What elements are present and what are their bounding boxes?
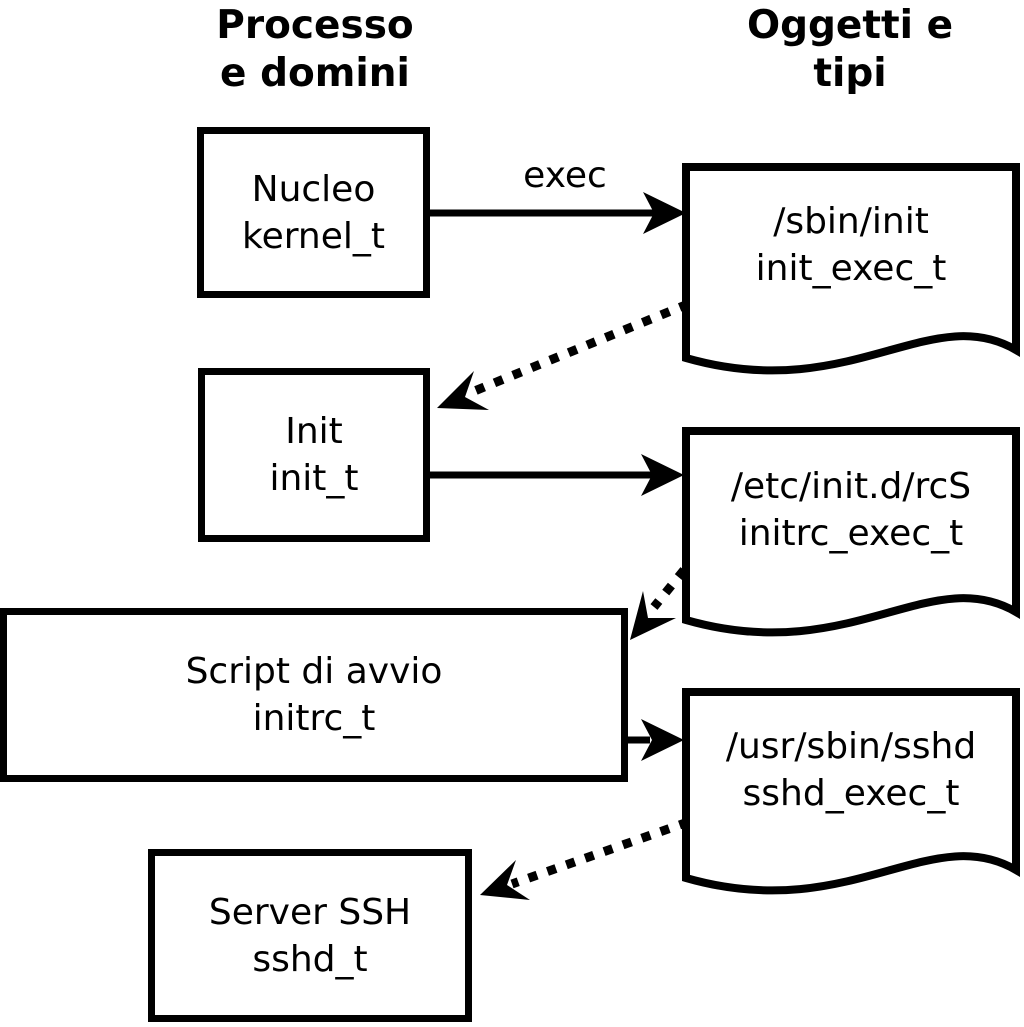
transition-arrowhead-icon xyxy=(437,371,489,410)
column-header-processes: Processo e domini xyxy=(160,2,470,98)
exec-arrow-initrc-to-sshd xyxy=(627,719,684,761)
exec-arrowhead-icon xyxy=(641,454,684,496)
process-name: Init xyxy=(285,411,343,452)
transition-arrow-line xyxy=(510,817,690,889)
column-header-objects-line2: tipi xyxy=(813,51,887,96)
transition-arrow-line xyxy=(650,567,688,610)
document-shape-initrc-exec xyxy=(682,427,1020,637)
transition-arrowhead-icon xyxy=(630,591,676,640)
object-path: /sbin/init xyxy=(773,200,929,242)
object-label-initrc-exec: /etc/init.d/rcS initrc_exec_t xyxy=(690,437,1012,582)
transition-arrow-initrcexec-to-initrc xyxy=(630,567,688,640)
document-shape-init-exec xyxy=(682,163,1020,375)
object-type: init_exec_t xyxy=(755,247,947,289)
exec-arrow-init-to-rcs xyxy=(430,454,684,496)
object-type: initrc_exec_t xyxy=(738,512,964,554)
process-box-sshd: Server SSH sshd_t xyxy=(148,849,472,1022)
column-header-processes-line2: e domini xyxy=(220,51,410,96)
exec-edge-label: exec xyxy=(523,155,607,196)
process-box-initrc: Script di avvio initrc_t xyxy=(0,608,628,782)
transition-arrow-sshdexec-to-sshd xyxy=(480,817,690,900)
process-type: initrc_t xyxy=(252,698,376,739)
process-type: sshd_t xyxy=(252,938,368,980)
transition-arrowhead-icon xyxy=(480,860,530,900)
process-box-init: Init init_t xyxy=(198,368,430,542)
process-type: kernel_t xyxy=(242,215,385,257)
object-type: sshd_exec_t xyxy=(742,772,960,814)
object-path: /usr/sbin/sshd xyxy=(725,725,977,767)
process-name: Nucleo xyxy=(251,168,376,210)
object-label-init-exec: /sbin/init init_exec_t xyxy=(690,172,1012,317)
object-label-sshd-exec: /usr/sbin/sshd sshd_exec_t xyxy=(690,697,1012,842)
process-name: Server SSH xyxy=(208,891,412,933)
transition-arrow-initexec-to-init xyxy=(437,299,690,410)
transition-arrow-line xyxy=(470,299,690,397)
process-box-kernel: Nucleo kernel_t xyxy=(197,127,430,298)
exec-arrow-kernel-to-init xyxy=(430,192,686,234)
column-header-processes-line1: Processo xyxy=(216,3,414,48)
column-header-objects-line1: Oggetti e xyxy=(746,3,954,48)
process-name: Script di avvio xyxy=(185,651,443,692)
document-shape-sshd-exec xyxy=(682,688,1020,895)
column-header-objects: Oggetti e tipi xyxy=(700,2,1000,98)
process-type: init_t xyxy=(269,458,359,499)
exec-arrowhead-icon xyxy=(643,192,686,234)
exec-arrowhead-icon xyxy=(641,719,684,761)
object-path: /etc/init.d/rcS xyxy=(730,465,972,507)
